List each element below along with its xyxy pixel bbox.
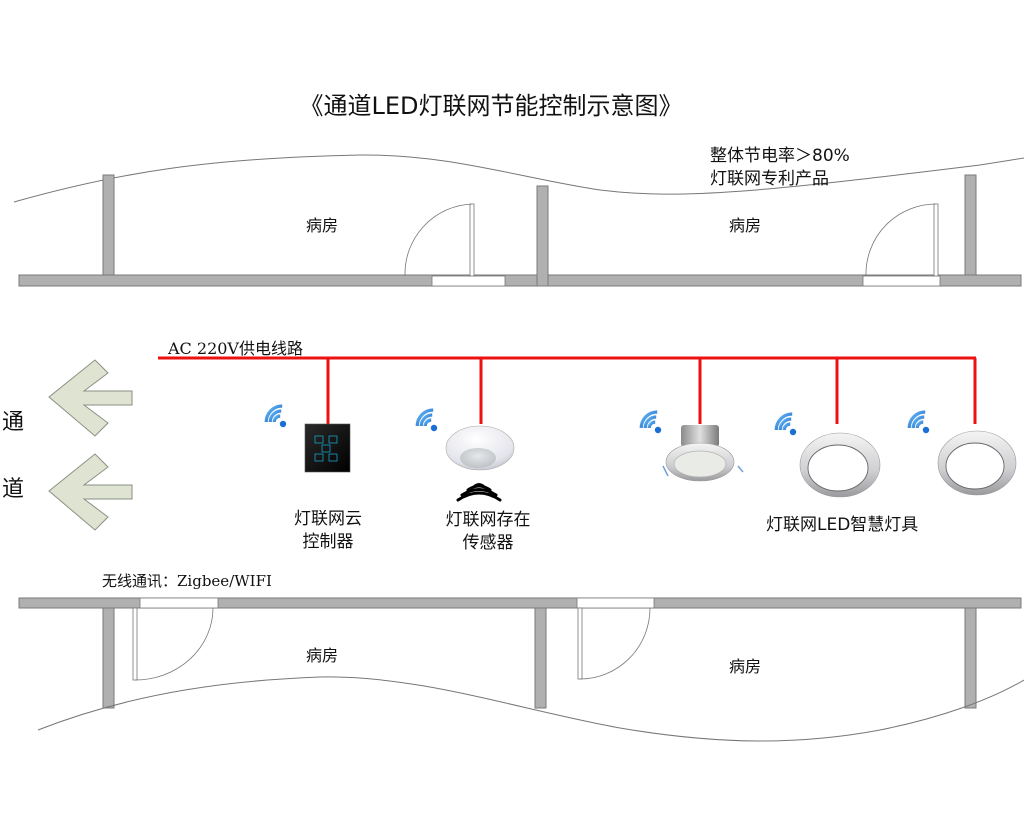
diagram-title: 《通道LED灯联网节能控制示意图》 <box>299 92 683 120</box>
wireless-label: 无线通讯：Zigbee/WIFI <box>102 572 272 590</box>
top-partition-1 <box>102 174 115 276</box>
controller-label: 灯联网云 控制器 <box>280 508 376 554</box>
top-corridor-wall <box>18 274 1022 287</box>
corridor-label-2: 道 <box>2 477 25 502</box>
left-arrow-icon <box>48 359 133 437</box>
power-line <box>158 356 977 424</box>
wifi-icon <box>415 408 438 432</box>
bottom-outline-curve <box>37 676 1024 742</box>
led-ceiling-light-icon <box>799 432 881 498</box>
sensing-waves-icon <box>456 483 502 502</box>
door-bottom-right <box>576 597 655 680</box>
led-downlight-icon <box>662 425 744 482</box>
slogan-line-1: 整体节电率＞80% <box>710 146 850 166</box>
bottom-rooms <box>18 597 1024 742</box>
lights-label: 灯联网LED智慧灯具 <box>766 515 919 535</box>
controller-label-line-2: 控制器 <box>302 532 354 552</box>
wifi-icon <box>264 404 287 428</box>
sensor-label: 灯联网存在 传感器 <box>430 509 546 555</box>
bottom-partition-3 <box>964 607 977 709</box>
presence-sensor-icon <box>445 425 515 502</box>
corridor-label-1: 通 <box>2 410 25 435</box>
room-label-top-left: 病房 <box>306 216 339 235</box>
top-partition-2 <box>536 185 549 287</box>
door-bottom-left <box>132 597 219 681</box>
slogan: 整体节电率＞80% 灯联网专利产品 <box>710 145 850 191</box>
bottom-corridor-wall <box>18 597 1022 609</box>
top-rooms <box>13 154 1024 287</box>
sensor-label-line-2: 传感器 <box>462 533 514 553</box>
slogan-line-2: 灯联网专利产品 <box>710 169 829 189</box>
wifi-icon <box>907 410 930 434</box>
power-line-label: AC 220V供电线路 <box>168 339 303 358</box>
room-label-bottom-right: 病房 <box>729 657 762 676</box>
controller-label-line-1: 灯联网云 <box>294 509 362 529</box>
led-ceiling-light-icon <box>937 430 1017 496</box>
sensor-label-line-1: 灯联网存在 <box>445 510 531 530</box>
top-outline-curve <box>13 154 1024 203</box>
cloud-controller-icon <box>304 423 351 473</box>
room-label-top-right: 病房 <box>729 216 762 235</box>
left-arrow-icon <box>48 453 133 531</box>
door-top-right <box>862 203 941 287</box>
wifi-icon <box>774 412 797 436</box>
bottom-partition-1 <box>102 607 115 709</box>
corridor-arrows <box>48 359 133 531</box>
door-top-left <box>404 203 506 287</box>
room-label-bottom-left: 病房 <box>306 646 339 665</box>
bottom-partition-2 <box>534 607 547 709</box>
wifi-icon <box>639 410 662 434</box>
top-partition-3 <box>964 174 977 276</box>
